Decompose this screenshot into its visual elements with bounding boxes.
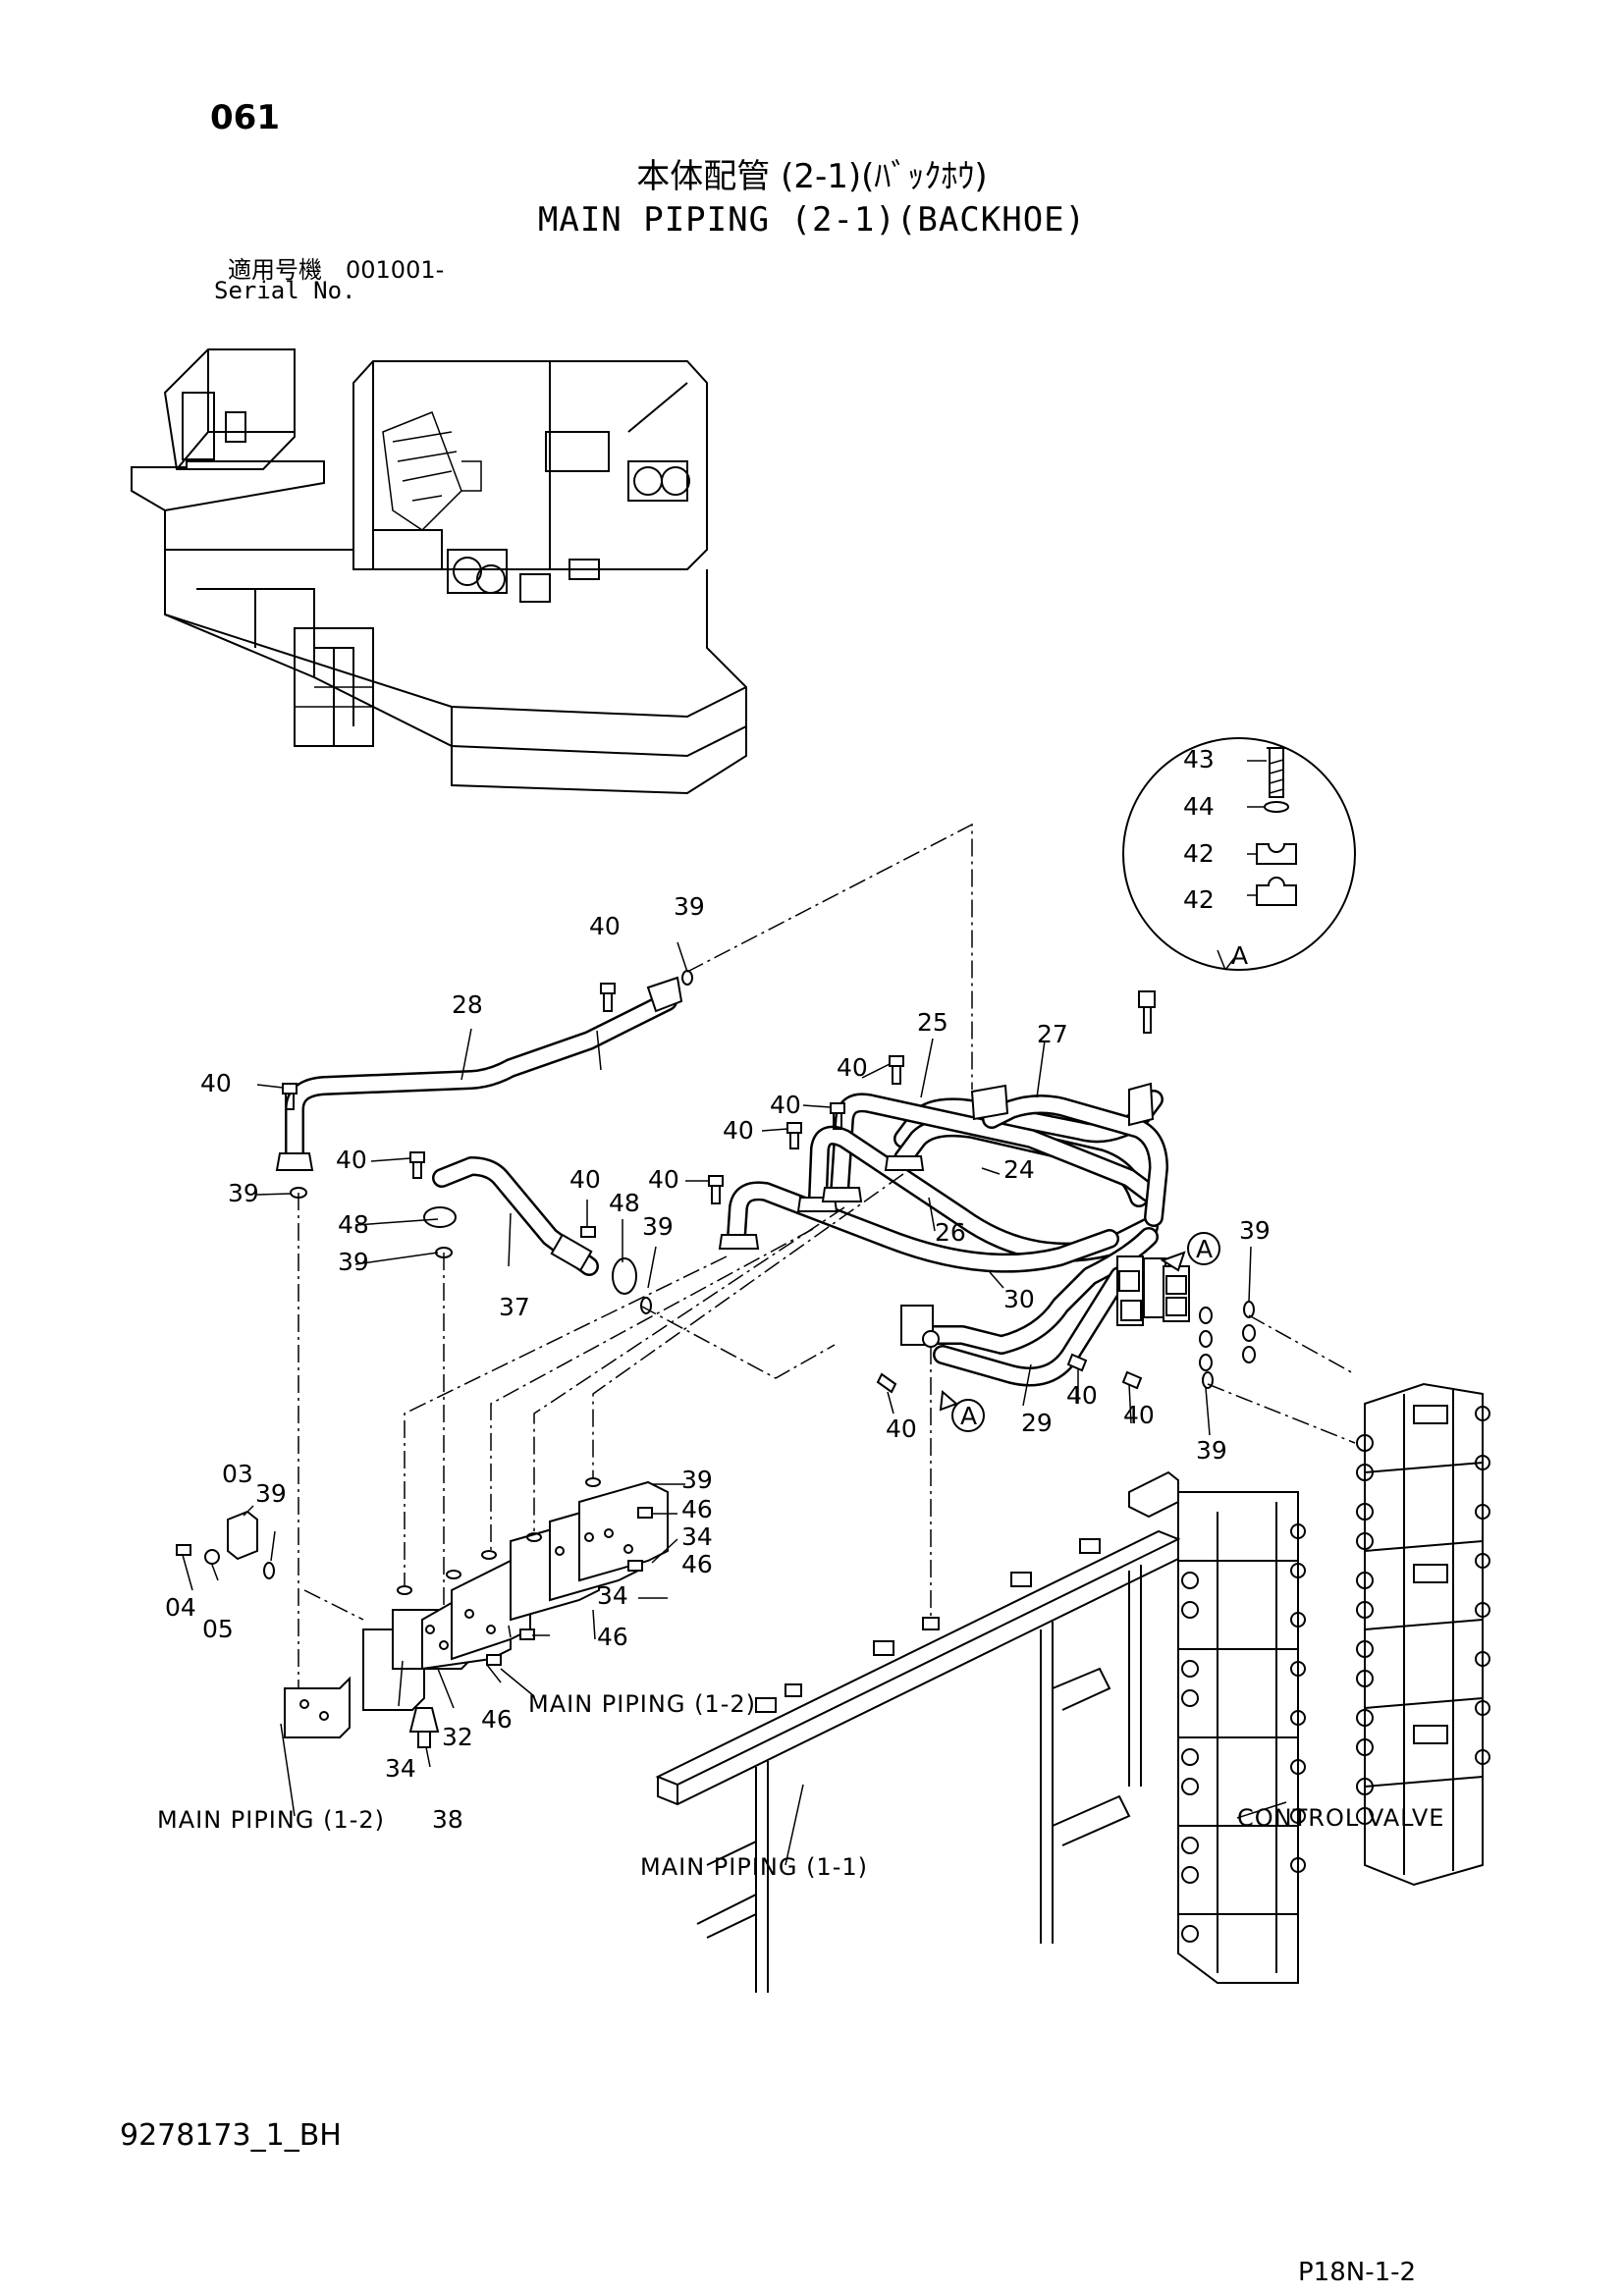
- part-label-46: 46: [597, 1623, 628, 1651]
- pipe-bundle-24-30: [727, 1090, 1168, 1387]
- title-japanese: 本体配管 (2-1)(ﾊﾞｯｸﾎｳ): [636, 157, 988, 196]
- serial-label-english: Serial No.: [214, 277, 356, 304]
- part-label-46: 46: [681, 1550, 713, 1578]
- ref-main-piping-1-2: MAIN PIPING (1-2): [157, 1806, 385, 1834]
- pipe-37: [423, 1156, 637, 1295]
- part-label-28: 28: [452, 990, 483, 1019]
- document-code: 9278173_1_BH: [120, 2118, 342, 2153]
- part-label-05: 05: [202, 1615, 234, 1643]
- detail-label: A: [1231, 941, 1248, 970]
- part-label-24: 24: [1003, 1155, 1035, 1184]
- part-label-39: 39: [1196, 1436, 1227, 1465]
- callout-markers: A A: [939, 1232, 1220, 1432]
- part-label-40: 40: [589, 912, 621, 940]
- part-label-32: 32: [442, 1723, 473, 1751]
- part-label-46: 46: [681, 1495, 713, 1523]
- part-label-37: 37: [499, 1293, 530, 1321]
- machine-overview: [131, 348, 747, 795]
- part-label-48: 48: [338, 1210, 369, 1239]
- part-label-34: 34: [385, 1754, 416, 1783]
- callout-a-lower: A: [960, 1402, 977, 1430]
- junction-blocks: [176, 1477, 669, 1748]
- part-label-30: 30: [1003, 1285, 1035, 1313]
- main-frame: [655, 1470, 1181, 1993]
- part-label-39: 39: [255, 1479, 287, 1508]
- part-label-40: 40: [336, 1146, 367, 1174]
- part-label-39: 39: [681, 1466, 713, 1494]
- reference-labels: MAIN PIPING (1-2) MAIN PIPING (1-2) MAIN…: [157, 1690, 1444, 1881]
- part-label-34: 34: [597, 1581, 628, 1610]
- control-valves: [1177, 1382, 1490, 1984]
- page-number: 061: [210, 98, 280, 137]
- sheet-code: P18N-1-2: [1298, 2258, 1417, 2287]
- part-label-40: 40: [1123, 1401, 1155, 1429]
- detail-part-43: 43: [1183, 745, 1215, 774]
- callout-a-upper: A: [1196, 1235, 1213, 1263]
- serial-label-japanese: 適用号機 001001-: [228, 256, 445, 284]
- ref-control-valve: CONTROL VALVE: [1237, 1804, 1444, 1832]
- detail-part-42-lower: 42: [1183, 885, 1215, 914]
- part-label-39: 39: [1239, 1216, 1271, 1245]
- part-label-03: 03: [222, 1460, 253, 1488]
- part-labels: 39 40 28 40 39 40 48 39 40 48 39 37 40 4…: [165, 892, 1271, 1834]
- leader-lines: [182, 941, 1287, 1866]
- part-label-40: 40: [723, 1116, 754, 1145]
- part-label-40: 40: [886, 1415, 917, 1443]
- part-label-48: 48: [609, 1189, 640, 1217]
- part-label-39: 39: [674, 892, 705, 921]
- part-label-39: 39: [338, 1248, 369, 1276]
- pipe-flanges: [718, 1082, 1190, 1348]
- pipe-28: [275, 976, 683, 1171]
- part-label-04: 04: [165, 1593, 196, 1622]
- part-label-29: 29: [1021, 1409, 1053, 1437]
- part-label-40: 40: [569, 1165, 601, 1194]
- part-label-25: 25: [917, 1008, 948, 1037]
- part-label-34: 34: [681, 1522, 713, 1551]
- part-label-27: 27: [1037, 1020, 1068, 1048]
- part-label-38: 38: [432, 1805, 463, 1834]
- ref-main-piping-1-1: MAIN PIPING (1-1): [640, 1853, 868, 1881]
- detail-part-42-upper: 42: [1183, 839, 1215, 868]
- detail-a: 43 44 42 42 A: [1122, 737, 1356, 971]
- part-label-40: 40: [648, 1165, 679, 1194]
- part-label-40: 40: [837, 1053, 868, 1082]
- part-label-40: 40: [200, 1069, 232, 1097]
- detail-part-44: 44: [1183, 792, 1215, 821]
- part-label-46: 46: [481, 1705, 513, 1734]
- ref-main-piping-1-2: MAIN PIPING (1-2): [528, 1690, 756, 1718]
- part-label-39: 39: [642, 1212, 674, 1241]
- title-english: MAIN PIPING (2-1)(BACKHOE): [537, 200, 1087, 240]
- guide-lines: [298, 823, 1356, 1688]
- part-label-40: 40: [770, 1091, 801, 1119]
- part-label-39: 39: [228, 1179, 259, 1207]
- part-label-26: 26: [935, 1218, 966, 1247]
- part-label-40: 40: [1066, 1381, 1098, 1410]
- small-parts: [282, 970, 1256, 1394]
